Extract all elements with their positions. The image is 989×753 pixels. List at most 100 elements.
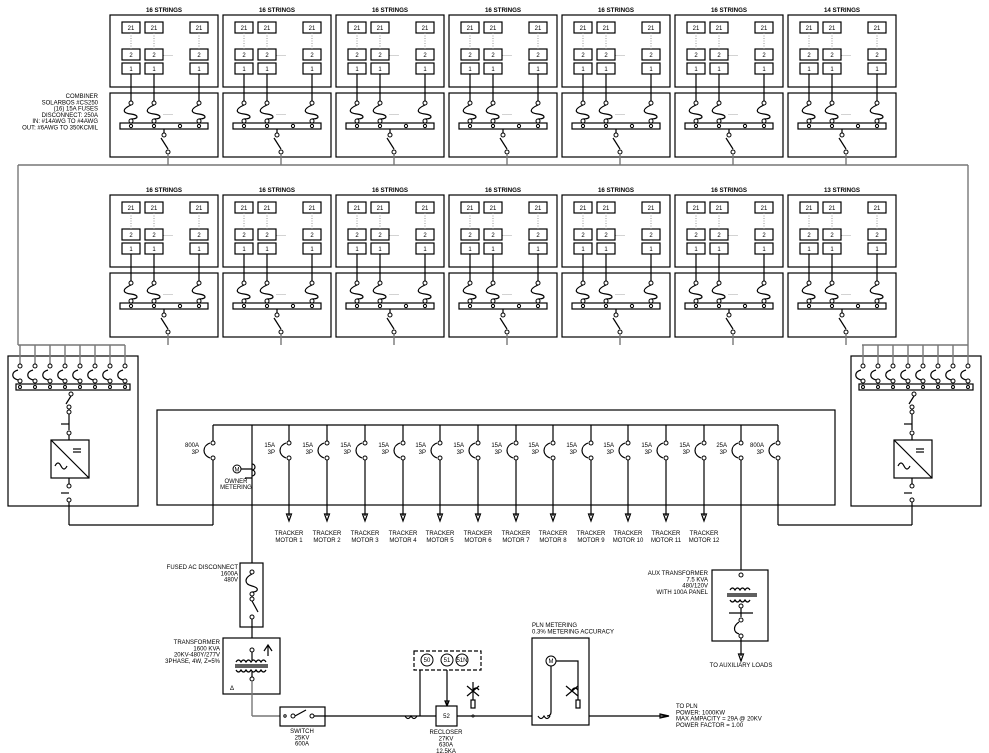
fuse-icon	[824, 104, 839, 120]
terminal	[165, 149, 171, 155]
bus-terminal	[516, 123, 522, 129]
bus-terminal	[151, 303, 157, 309]
terminal	[161, 312, 167, 318]
fuse-icon	[146, 104, 161, 120]
switch-label: 600A	[295, 742, 309, 748]
bus-terminal	[403, 303, 409, 309]
strings-count-label: 16 STRINGS	[372, 187, 408, 194]
ellipsis: ·····	[276, 233, 286, 239]
winding	[729, 598, 751, 603]
recloser-label: RECLOSER	[429, 730, 463, 736]
terminal	[663, 455, 669, 461]
module-number: 2	[423, 233, 427, 239]
combiner-note: (16) 15A FUSES	[54, 107, 98, 113]
module-number: 2	[807, 233, 811, 239]
terminal	[437, 440, 443, 446]
ellipsis: ·····	[728, 112, 738, 118]
terminal	[62, 363, 68, 369]
module-number: 1	[378, 247, 382, 253]
ellipsis: ·····	[502, 53, 512, 59]
owner-metering-label: METERING	[220, 485, 252, 491]
module-number: 21	[241, 206, 248, 212]
terminal	[535, 298, 541, 304]
ellipsis: ·····	[615, 53, 625, 59]
terminal	[475, 440, 481, 446]
breaker-poles: 3P	[683, 450, 690, 456]
bus-terminal	[128, 303, 134, 309]
bus-terminal	[422, 123, 428, 129]
terminal	[535, 100, 541, 106]
breaker-arc	[430, 442, 438, 459]
fuse-icon	[575, 104, 590, 120]
bus-bar	[458, 122, 548, 130]
terminal	[875, 378, 881, 384]
module-number: 1	[717, 67, 721, 73]
terminal	[860, 363, 866, 369]
breaker-arc	[203, 442, 211, 459]
module-number: 1	[649, 247, 653, 253]
bus-bar	[119, 302, 209, 310]
module-number: 21	[264, 206, 271, 212]
terminal	[33, 385, 37, 389]
terminal	[490, 118, 496, 124]
breaker-rating: 15A	[566, 443, 577, 449]
module-number: 21	[648, 206, 655, 212]
terminal	[196, 118, 202, 124]
inverter-left	[7, 345, 139, 525]
ellipsis: ·····	[163, 53, 173, 59]
tracker-motor-label: MOTOR 11	[651, 538, 682, 544]
breaker-arc	[581, 442, 589, 459]
wire	[294, 709, 307, 717]
terminal	[935, 363, 941, 369]
module-number: 1	[355, 247, 359, 253]
bus-bar	[458, 302, 548, 310]
bus-terminal	[309, 303, 315, 309]
module-number: 2	[649, 53, 653, 59]
fuse-icon	[304, 104, 319, 120]
bus-terminal	[603, 303, 609, 309]
strings-count-label: 16 STRINGS	[598, 187, 634, 194]
terminal	[274, 132, 280, 138]
strings-count-label: 16 STRINGS	[485, 7, 521, 14]
terminal	[875, 363, 881, 369]
ellipsis: ·····	[502, 112, 512, 118]
terminal	[874, 118, 880, 124]
terminal	[63, 385, 67, 389]
bus-terminal	[761, 123, 767, 129]
terminal	[588, 455, 594, 461]
terminal	[249, 569, 255, 575]
breaker-rating: 15A	[491, 443, 502, 449]
bus-terminal	[354, 123, 360, 129]
module-number: 2	[423, 53, 427, 59]
ellipsis: ·····	[163, 112, 173, 118]
bus-bar	[684, 302, 774, 310]
module-number: 21	[535, 206, 542, 212]
tracker-motor-label: MOTOR 12	[689, 538, 720, 544]
arrow-icon	[285, 513, 293, 523]
module-number: 21	[377, 206, 384, 212]
module-number: 2	[197, 233, 201, 239]
fuse-icon	[711, 104, 726, 120]
module-number: 21	[241, 26, 248, 32]
fuse-icon	[869, 104, 884, 120]
module-number: 21	[648, 26, 655, 32]
fuse-icon	[801, 284, 816, 300]
fuse-icon	[643, 104, 658, 120]
terminal	[165, 329, 171, 335]
terminal	[241, 118, 247, 124]
module-number: 2	[694, 53, 698, 59]
terminal	[377, 280, 383, 286]
module-number: 1	[536, 67, 540, 73]
terminal	[738, 633, 744, 639]
module-number: 1	[491, 67, 495, 73]
module-number: 2	[355, 233, 359, 239]
tracker-label: TRACKER	[351, 531, 380, 537]
terminal	[829, 118, 835, 124]
terminal	[613, 132, 619, 138]
bus-terminal	[264, 123, 270, 129]
terminal	[48, 385, 52, 389]
tracker-label: TRACKER	[464, 531, 493, 537]
module-number: 21	[874, 206, 881, 212]
